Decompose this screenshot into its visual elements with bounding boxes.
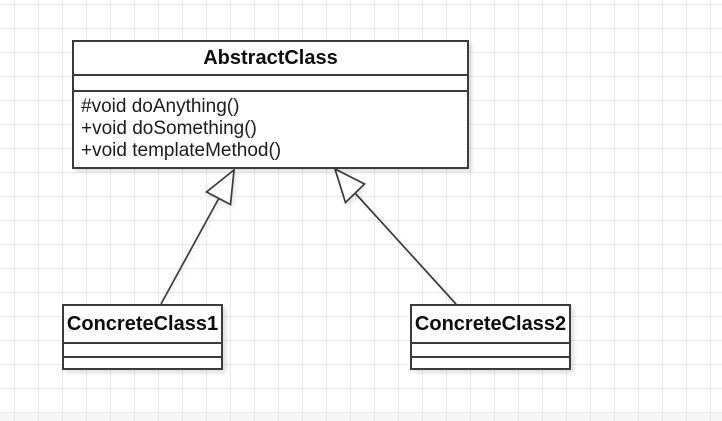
class-title: ConcreteClass1 — [64, 306, 221, 344]
class-attributes-compartment — [74, 76, 467, 92]
class-title: ConcreteClass2 — [412, 306, 569, 344]
hollow-triangle-arrowhead — [333, 167, 366, 205]
generalization-edge-concreteclass1[interactable] — [160, 168, 236, 305]
method-item: +void templateMethod() — [81, 140, 282, 161]
class-methods-compartment: #void doAnything() +void doSomething() +… — [74, 92, 467, 162]
class-attributes-compartment — [64, 344, 221, 358]
generalization-edge-concreteclass2[interactable] — [333, 167, 457, 305]
class-title: AbstractClass — [74, 42, 467, 76]
method-item: #void doAnything() — [81, 96, 240, 117]
method-item: +void doSomething() — [81, 118, 257, 139]
class-methods-compartment — [412, 358, 569, 370]
class-box-abstractclass[interactable]: AbstractClass #void doAnything() +void d… — [72, 40, 469, 169]
class-box-concreteclass1[interactable]: ConcreteClass1 — [62, 304, 223, 370]
class-attributes-compartment — [412, 344, 569, 358]
class-box-concreteclass2[interactable]: ConcreteClass2 — [410, 304, 571, 370]
class-methods-compartment — [64, 358, 221, 370]
hollow-triangle-arrowhead — [204, 168, 236, 206]
